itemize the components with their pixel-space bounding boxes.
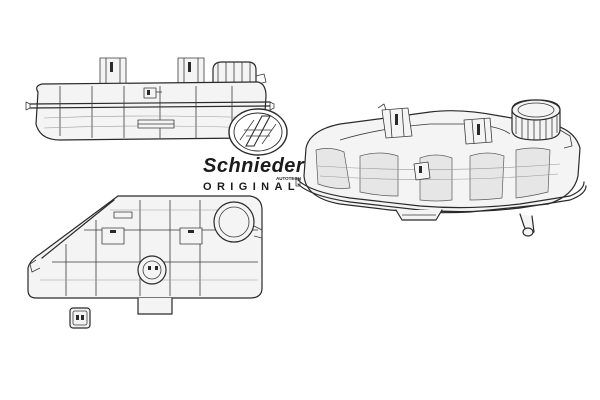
perspective-bracket-right <box>463 117 493 145</box>
logo-emblem <box>228 108 288 156</box>
tank-side-view <box>25 57 275 141</box>
brand-subtitle: AUTOTECH <box>276 176 301 181</box>
side-view-bracket-right <box>177 57 205 85</box>
connector-detail <box>69 307 91 329</box>
schnieder-logo: Schnieder AUTOTECH ORIGINAL <box>203 108 305 193</box>
top-view-filler-cap <box>213 201 263 243</box>
tank-perspective-view <box>295 99 587 237</box>
side-view-bracket-left <box>99 57 127 85</box>
perspective-filler-cap <box>511 99 573 149</box>
side-view-filler-cap <box>212 61 267 85</box>
perspective-bracket-left <box>377 103 413 139</box>
brand-name: Schnieder <box>203 155 305 177</box>
tank-top-view <box>27 195 263 315</box>
brand-tagline: ORIGINAL <box>203 181 300 193</box>
